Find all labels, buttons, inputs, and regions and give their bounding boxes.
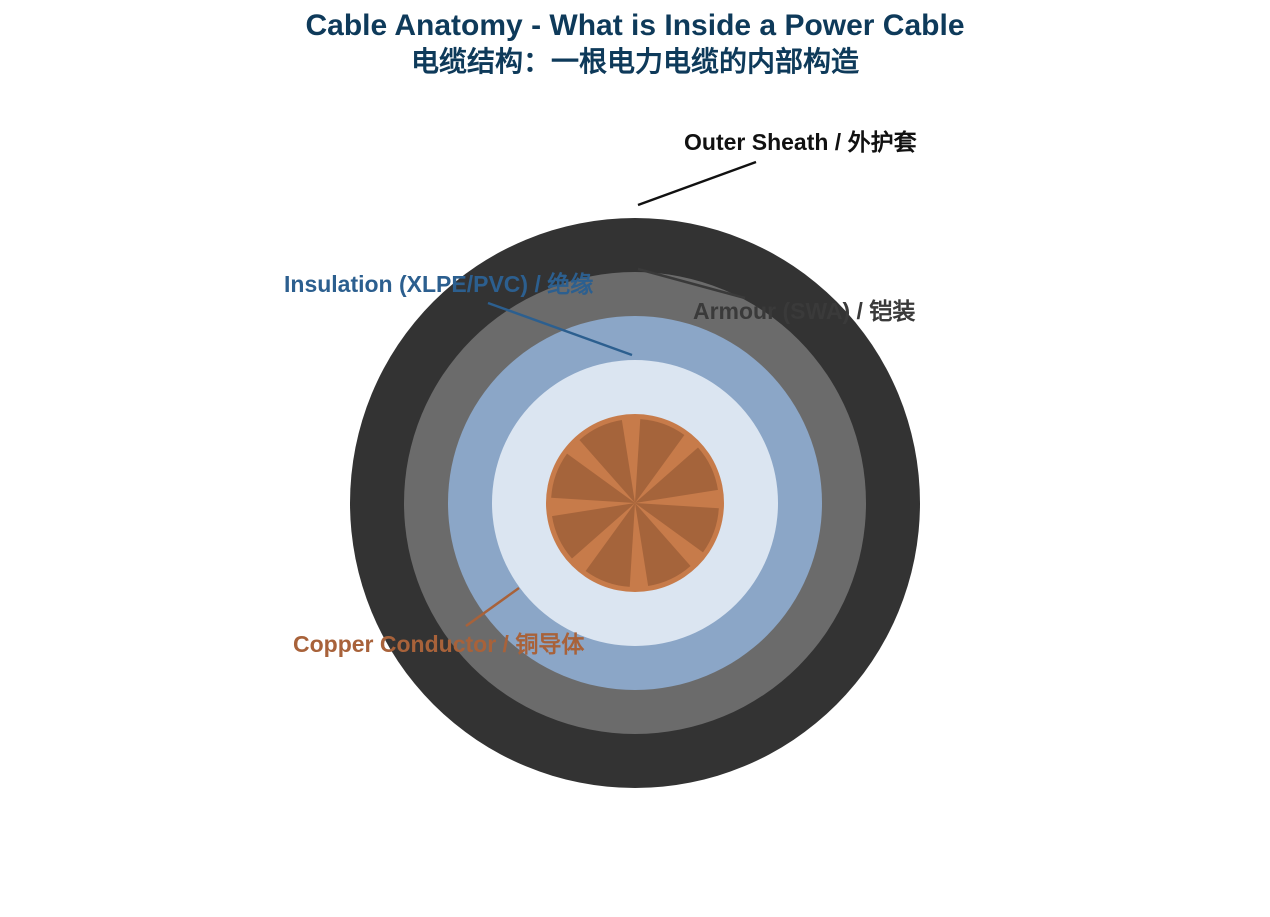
title-english: Cable Anatomy - What is Inside a Power C… [305, 9, 965, 42]
conductor-strand [635, 503, 691, 586]
sheath-leader-line [637, 160, 757, 207]
conductor-strand [635, 503, 719, 553]
conductor-strands [551, 419, 719, 587]
copper-conductor-label: Copper Conductor / 铜导体 [293, 631, 585, 657]
insulation-leader-line [487, 301, 633, 357]
conductor-strand [635, 419, 685, 503]
conductor-leader-line [465, 586, 520, 628]
conductor-strand [551, 453, 635, 503]
armour-leader-line [637, 267, 746, 300]
outer-sheath-label: Outer Sheath / 外护套 [684, 129, 917, 155]
conductor-strand [635, 447, 718, 503]
insulation-label: Insulation (XLPE/PVC) / 绝缘 [284, 271, 593, 297]
diagram-title: Cable Anatomy - What is Inside a Power C… [0, 8, 1270, 80]
conductor-strand [585, 503, 635, 587]
conductor-strand [552, 503, 635, 559]
conductor-strand [579, 420, 635, 503]
title-chinese: 电缆结构：一根电力电缆的内部构造 [410, 46, 859, 77]
armour-label: Armour (SWA) / 铠装 [693, 298, 915, 324]
